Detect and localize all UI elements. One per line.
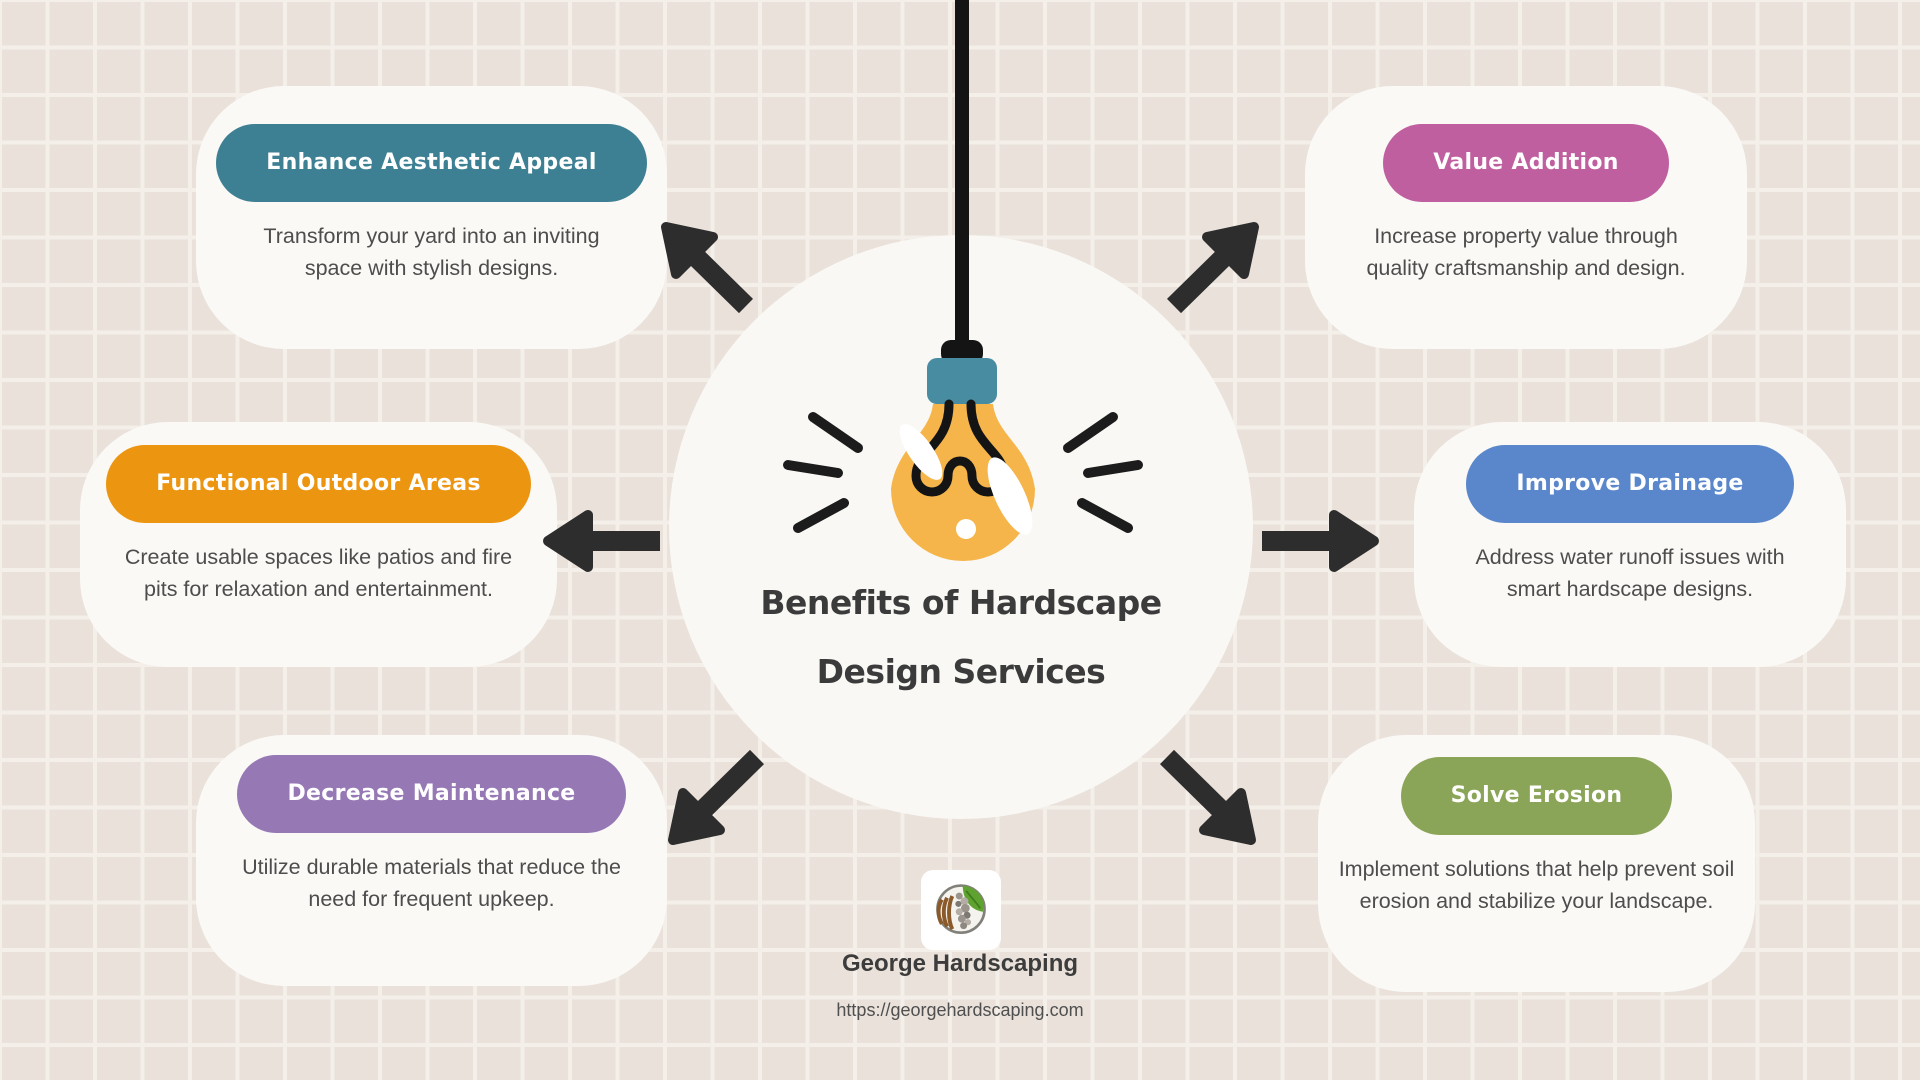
brand-name: George Hardscaping [841, 950, 1079, 977]
page-title: Benefits of Hardscape Design Services [669, 583, 1253, 721]
arrow-top-right-icon [1166, 222, 1259, 314]
leaf-and-stone-path-logo-icon [936, 884, 986, 934]
card-enhance-aesthetic-appeal: Enhance Aesthetic Appeal Transform your … [196, 86, 667, 349]
arrow-top-left-icon [661, 222, 754, 314]
card-decrease-maintenance: Decrease Maintenance Utilize durable mat… [196, 735, 667, 986]
card-title-pill: Enhance Aesthetic Appeal [216, 124, 647, 202]
card-functional-outdoor-areas: Functional Outdoor Areas Create usable s… [80, 422, 557, 667]
card-improve-drainage: Improve Drainage Address water runoff is… [1414, 422, 1846, 667]
brand-logo [921, 870, 1001, 950]
page-title-line-1: Benefits of Hardscape [760, 583, 1162, 622]
card-title-pill: Functional Outdoor Areas [106, 445, 531, 523]
arrow-right-icon [1262, 510, 1379, 572]
arrow-bottom-left-icon [668, 749, 765, 845]
card-title-pill: Solve Erosion [1400, 757, 1673, 835]
stone-path [955, 892, 972, 930]
center-circle: Benefits of Hardscape Design Services [669, 235, 1253, 819]
card-description: Utilize durable materials that reduce th… [242, 855, 621, 911]
card-title-pill: Improve Drainage [1466, 445, 1794, 523]
card-description: Implement solutions that help prevent so… [1338, 857, 1735, 913]
arrow-left-icon [543, 510, 660, 572]
card-description: Create usable spaces like patios and fir… [124, 545, 513, 601]
card-description: Address water runoff issues with smart h… [1475, 545, 1785, 601]
brand-url: https://georgehardscaping.com [836, 1000, 1084, 1020]
page-title-line-2: Design Services [816, 652, 1106, 691]
card-solve-erosion: Solve Erosion Implement solutions that h… [1318, 735, 1755, 992]
card-description: Increase property value through quality … [1366, 224, 1686, 280]
card-title-pill: Value Addition [1383, 124, 1669, 202]
card-description: Transform your yard into an inviting spa… [263, 224, 600, 280]
arrow-bottom-right-icon [1159, 749, 1256, 845]
card-value-addition: Value Addition Increase property value t… [1305, 86, 1747, 349]
card-title-pill: Decrease Maintenance [237, 755, 626, 833]
